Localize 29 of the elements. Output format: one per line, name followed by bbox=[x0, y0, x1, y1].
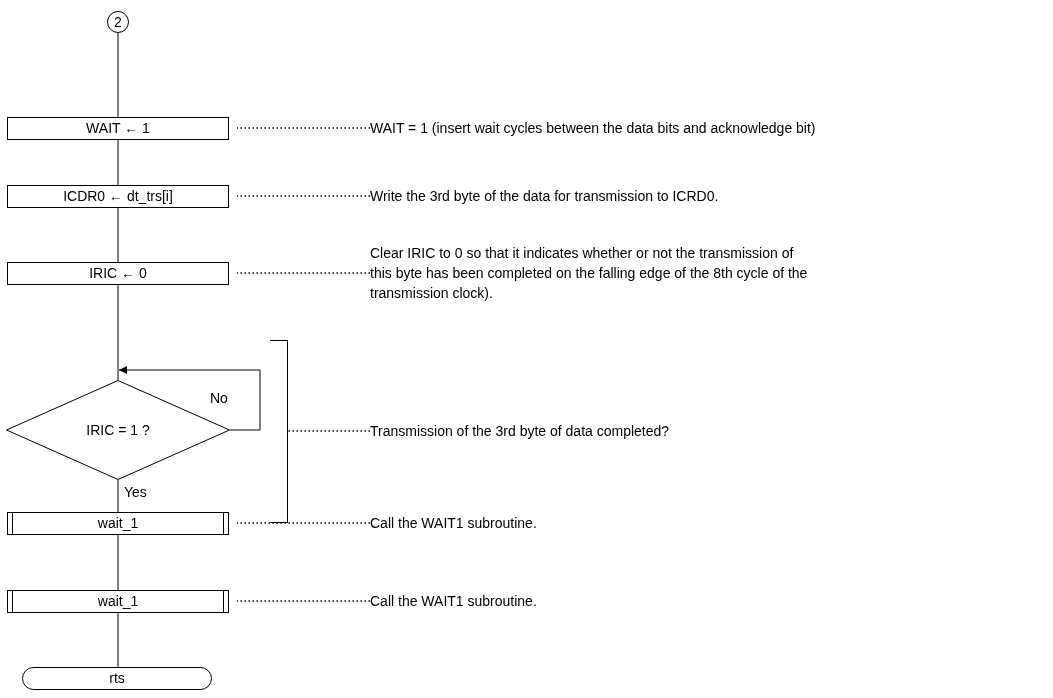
connector-line bbox=[117, 207, 119, 263]
leader-line bbox=[236, 127, 371, 129]
terminal-box: rts bbox=[22, 667, 212, 690]
process-box: ICDR0 ← dt_trs[i] bbox=[7, 185, 229, 208]
leader-line bbox=[236, 272, 371, 274]
connector-line bbox=[117, 284, 119, 381]
bracket bbox=[270, 340, 288, 523]
leader-line bbox=[287, 430, 371, 432]
leader-line bbox=[236, 195, 371, 197]
leader-line bbox=[236, 522, 371, 524]
edge-label: No bbox=[210, 390, 228, 406]
connector-line bbox=[117, 534, 119, 591]
connector-line bbox=[117, 139, 119, 186]
connector-line bbox=[117, 612, 119, 668]
process-box: WAIT ← 1 bbox=[7, 117, 229, 140]
comment-text: Transmission of the 3rd byte of data completed? bbox=[370, 421, 870, 441]
comment-text: Write the 3rd byte of the data for transmission to ICRD0. bbox=[370, 186, 970, 206]
leader-line bbox=[236, 600, 371, 602]
connector-line bbox=[117, 479, 119, 513]
connector-line bbox=[117, 32, 119, 118]
subroutine-box: wait_1 bbox=[7, 590, 229, 613]
comment-text: WAIT = 1 (insert wait cycles between the data bits and acknowledge bit) bbox=[370, 118, 1050, 138]
process-box: IRIC ← 0 bbox=[7, 262, 229, 285]
edge-label: Yes bbox=[124, 484, 147, 500]
comment-text: Call the WAIT1 subroutine. bbox=[370, 513, 770, 533]
subroutine-box: wait_1 bbox=[7, 512, 229, 535]
comment-text: Call the WAIT1 subroutine. bbox=[370, 591, 770, 611]
comment-text: Clear IRIC to 0 so that it indicates whether or not the transmission of this byte has been completed on the falling edge of the 8th cycle of the transmission clock). bbox=[370, 243, 810, 303]
connector-line bbox=[118, 366, 261, 431]
